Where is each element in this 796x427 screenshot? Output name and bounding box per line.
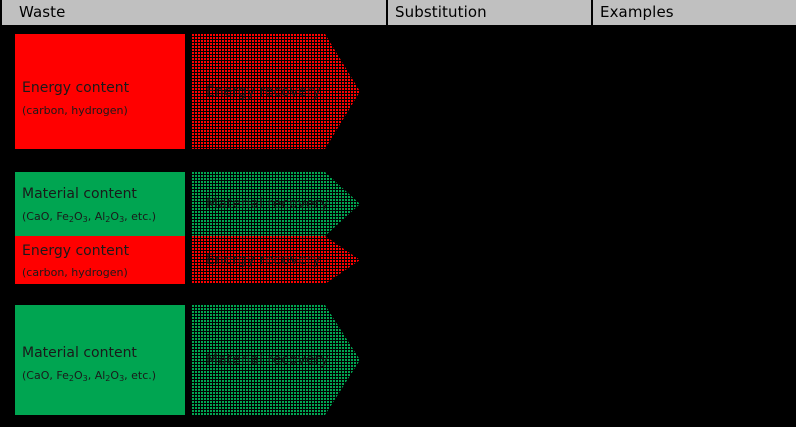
- waste-block-title: Energy content: [22, 80, 130, 96]
- waste-block-title: Energy content: [22, 243, 130, 259]
- waste-block-energy-row2: Energy content (carbon, hydrogen): [15, 236, 185, 284]
- waste-block-energy-row1: Energy content (carbon, hydrogen): [15, 34, 185, 149]
- header-left-edge: [0, 0, 2, 25]
- waste-block-material-row2: Material content (CaO, Fe2O3, Al2O3, etc…: [15, 172, 185, 236]
- header-divider-1: [386, 0, 388, 25]
- waste-block-subtitle: (carbon, hydrogen): [22, 104, 128, 117]
- column-header-waste: Waste: [19, 3, 66, 21]
- table-body: Energy content (carbon, hydrogen) Energy…: [0, 28, 796, 427]
- substitution-column-cells: [388, 28, 591, 427]
- waste-block-material-row3: Material content (CaO, Fe2O3, Al2O3, etc…: [15, 305, 185, 415]
- arrow-material-recovery-row2: Material recovery: [192, 172, 362, 236]
- examples-column-cells: [593, 28, 796, 427]
- arrow-energy-recovery-row2: Energy recovery: [192, 236, 362, 284]
- table-header-row: Waste Substitution Examples: [0, 0, 796, 28]
- waste-block-title: Material content: [22, 186, 137, 202]
- column-header-substitution: Substitution: [395, 3, 487, 21]
- waste-block-title: Material content: [22, 345, 137, 361]
- waste-block-subtitle: (CaO, Fe2O3, Al2O3, etc.): [22, 369, 157, 383]
- arrow-material-recovery-row3: Material recovery: [192, 305, 362, 415]
- column-header-examples: Examples: [600, 3, 674, 21]
- waste-block-subtitle: (CaO, Fe2O3, Al2O3, etc.): [22, 210, 157, 224]
- header-divider-2: [591, 0, 593, 25]
- arrow-energy-recovery-row1: Energy recovery: [192, 34, 362, 149]
- waste-block-subtitle: (carbon, hydrogen): [22, 266, 128, 279]
